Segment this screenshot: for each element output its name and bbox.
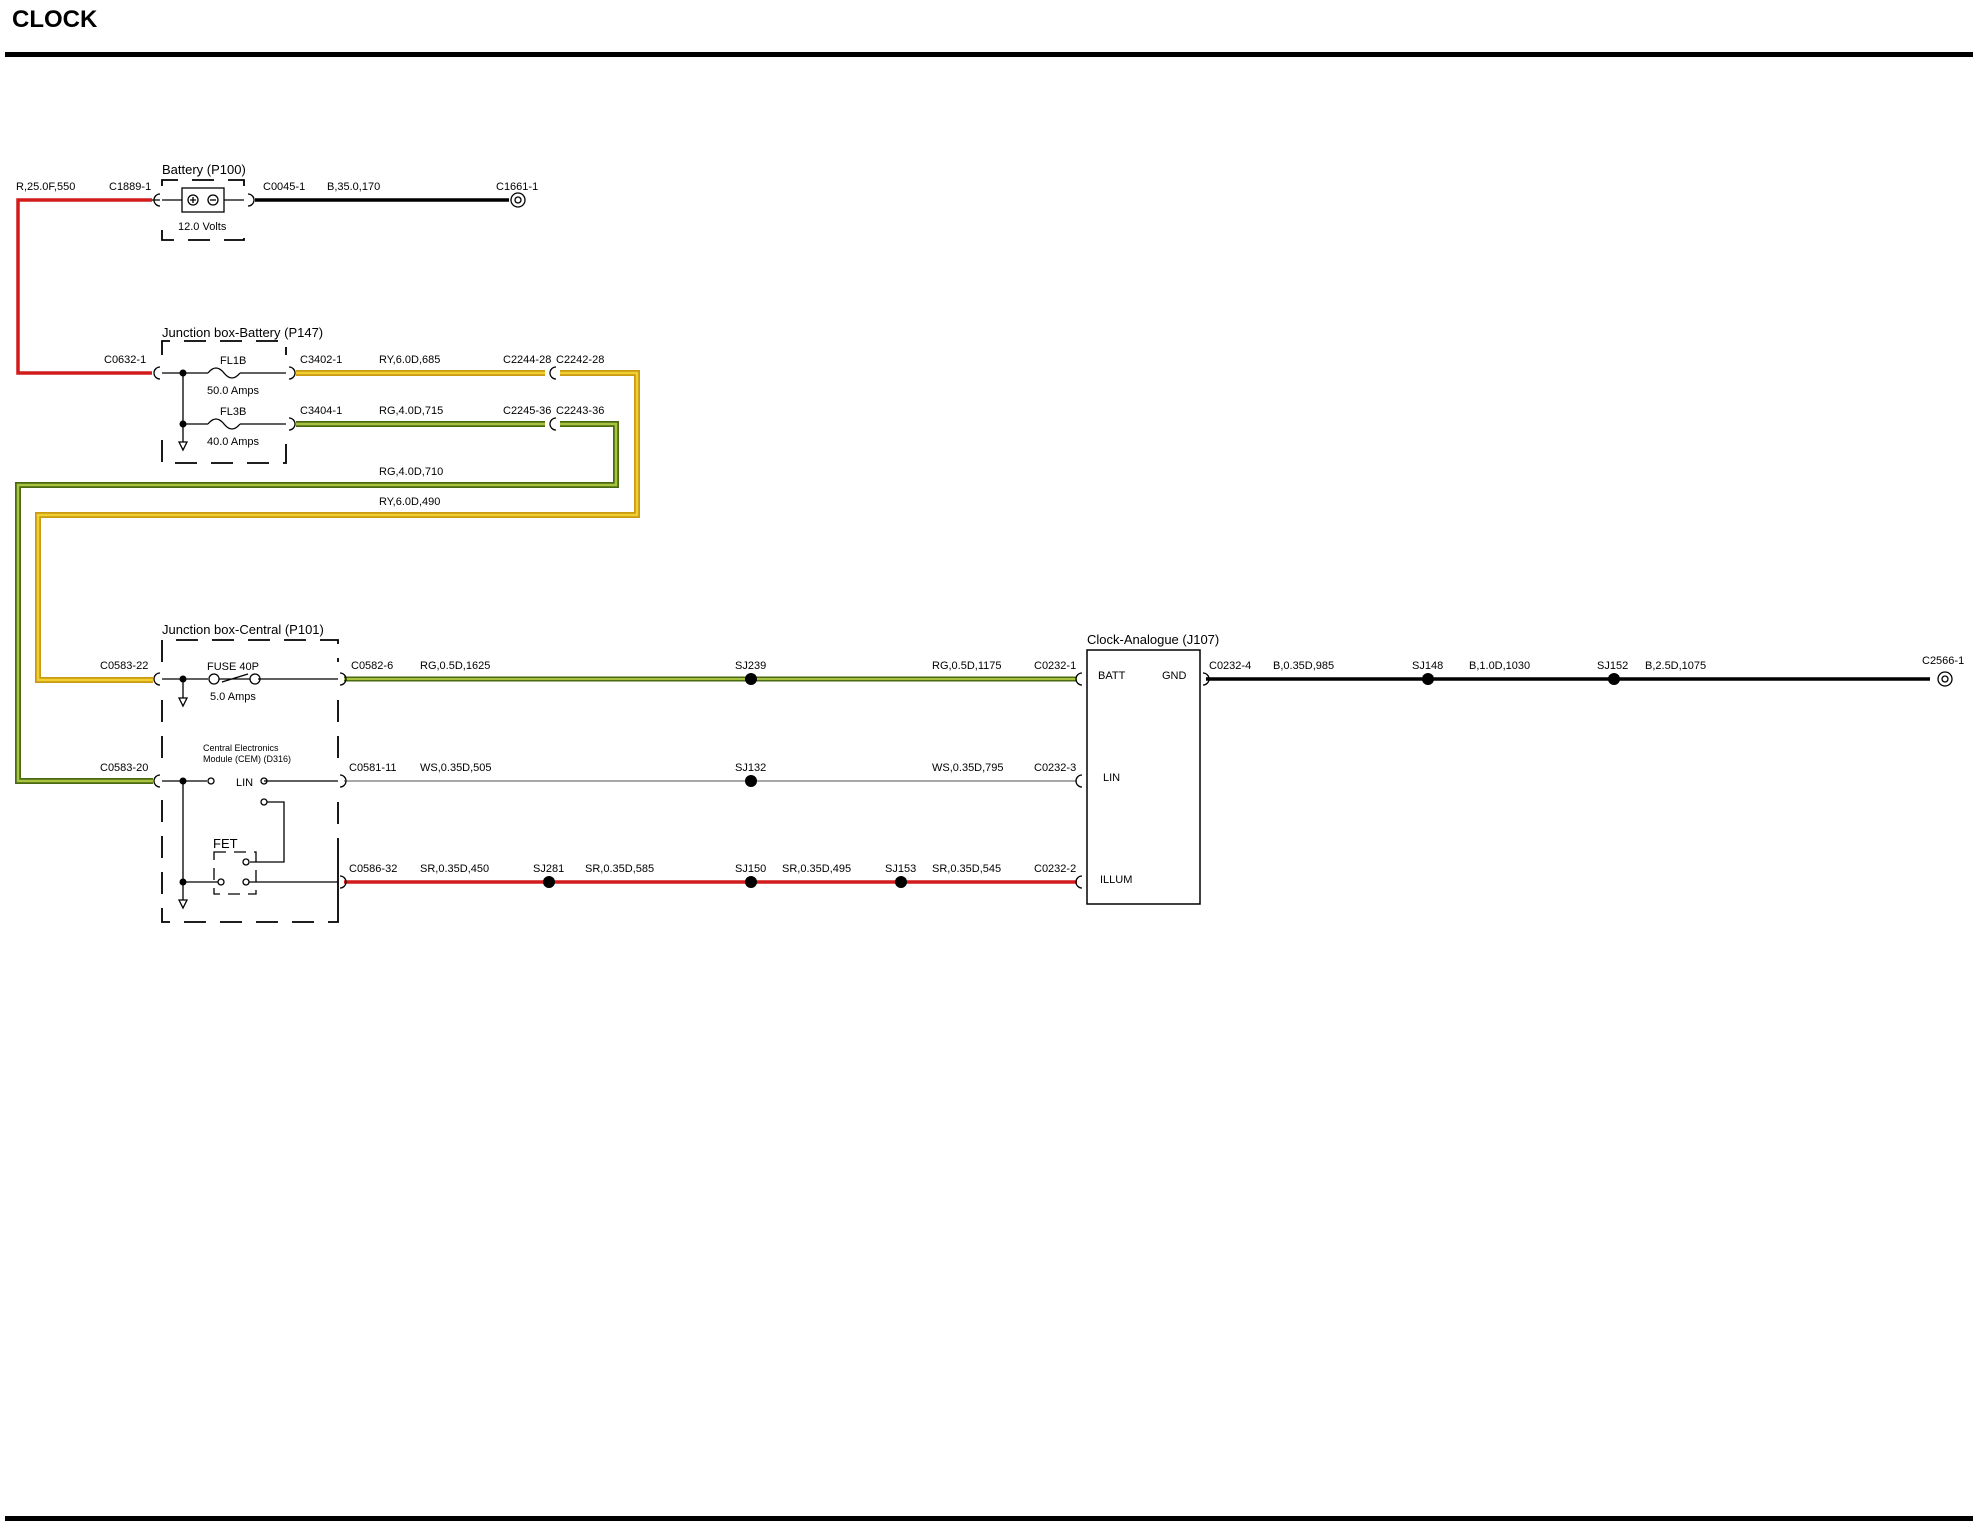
page-title: CLOCK [12,6,98,33]
cem-label-line2: Module (CEM) (D316) [203,754,291,764]
cem-lin-label: LIN [236,777,253,789]
connector-c0232-2: C0232-2 [1034,863,1076,875]
wire-label-ws-505: WS,0.35D,505 [420,762,492,774]
connector-c2242-28: C2242-28 [556,354,604,366]
connector-c1889-1: C1889-1 [109,181,151,193]
battery-p100 [161,179,245,241]
wire-label-rg-710: RG,4.0D,710 [379,466,443,478]
splice-sj152: SJ152 [1597,660,1628,672]
battery-voltage: 12.0 Volts [178,221,227,233]
clock-pin-illum: ILLUM [1100,874,1132,886]
wire-label-ws-795: WS,0.35D,795 [932,762,1004,774]
fuse-fl3b-label: FL3B [220,406,246,418]
clock-pin-lin: LIN [1103,772,1120,784]
splice-sj239: SJ239 [735,660,766,672]
fuse-40p-label: FUSE 40P [207,661,259,673]
connector-c0632-1: C0632-1 [104,354,146,366]
fuse-fl1b-rating: 50.0 Amps [207,385,259,397]
connector-c1661-1: C1661-1 [496,181,538,193]
connector-c0583-20: C0583-20 [100,762,148,774]
splice-sj148: SJ148 [1412,660,1443,672]
jb-central-label: Junction box-Central (P101) [162,622,324,637]
connector-c0582-6: C0582-6 [351,660,393,672]
connector-c0232-1: C0232-1 [1034,660,1076,672]
wire-label-b-1075: B,2.5D,1075 [1645,660,1706,672]
connector-c0583-22: C0583-22 [100,660,148,672]
fuse-fl1b-label: FL1B [220,355,246,367]
battery-label: Battery (P100) [162,162,246,177]
connector-c0586-32: C0586-32 [349,863,397,875]
wire-label-sr-495: SR,0.35D,495 [782,863,851,875]
connector-glyphs [152,192,1953,889]
splice-sj150: SJ150 [735,863,766,875]
bottom-rule [5,1516,1973,1521]
fuse-40p-rating: 5.0 Amps [210,691,256,703]
wire-label-ry-490: RY,6.0D,490 [379,496,440,508]
jb-battery-label: Junction box-Battery (P147) [162,325,323,340]
splice-dots [543,673,1620,888]
connector-c0232-3: C0232-3 [1034,762,1076,774]
wire-label-b-985: B,0.35D,985 [1273,660,1334,672]
connector-c0045-1: C0045-1 [263,181,305,193]
wire-label-ry-685: RY,6.0D,685 [379,354,440,366]
clock-analogue-box [1086,649,1201,905]
junction-box-central-p101 [161,639,339,923]
connector-c0581-11: C0581-11 [349,762,397,774]
wire-label-rg-1625: RG,0.5D,1625 [420,660,490,672]
wire-label-sr-585: SR,0.35D,585 [585,863,654,875]
connector-c2566-1: C2566-1 [1922,655,1964,667]
connector-c2245-36: C2245-36 [503,405,551,417]
wire-label-sr-545: SR,0.35D,545 [932,863,1001,875]
wire-label-rg-715: RG,4.0D,715 [379,405,443,417]
connector-c2243-36: C2243-36 [556,405,604,417]
fet-label: FET [213,836,238,851]
wire-r-550 [16,198,152,375]
wire-ry-685-490 [35,370,640,683]
cem-label-line1: Central Electronics [203,743,279,753]
splice-sj153: SJ153 [885,863,916,875]
connector-c3404-1: C3404-1 [300,405,342,417]
connector-c2244-28: C2244-28 [503,354,551,366]
connector-c0232-4: C0232-4 [1209,660,1251,672]
clock-pin-gnd: GND [1162,670,1187,682]
junction-box-battery-p147 [161,340,287,464]
wire-rg-715-710 [15,421,619,784]
wire-label-rg-1175: RG,0.5D,1175 [932,660,1002,672]
fuse-fl3b-rating: 40.0 Amps [207,436,259,448]
connector-c3402-1: C3402-1 [300,354,342,366]
wire-label-b-1030: B,1.0D,1030 [1469,660,1530,672]
splice-sj132: SJ132 [735,762,766,774]
wire-label-b-170: B,35.0,170 [327,181,380,193]
splice-sj281: SJ281 [533,863,564,875]
wire-label-r-550: R,25.0F,550 [16,181,75,193]
top-rule [5,52,1973,57]
wire-label-sr-450: SR,0.35D,450 [420,863,489,875]
clock-pin-batt: BATT [1098,670,1126,682]
clock-label: Clock-Analogue (J107) [1087,632,1219,647]
